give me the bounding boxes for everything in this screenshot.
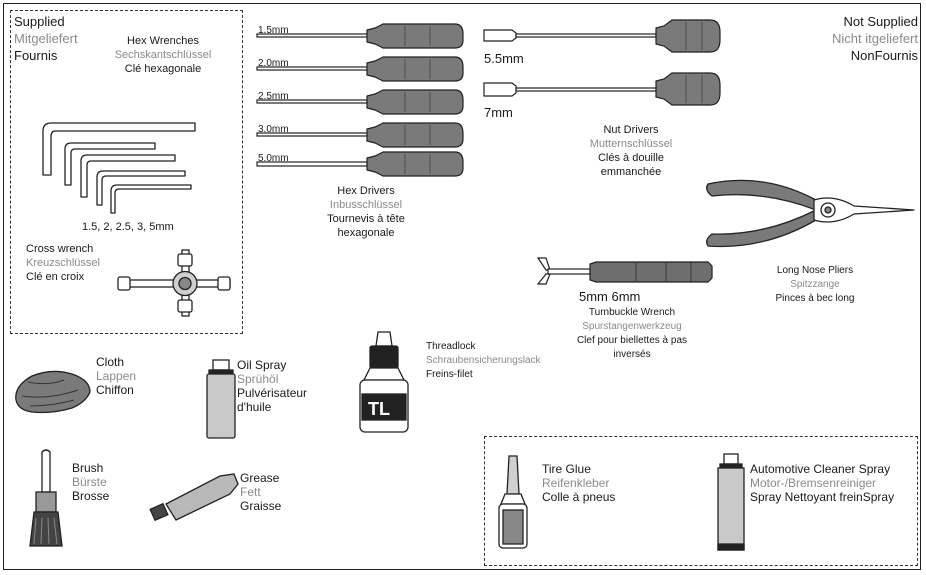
- nut-drivers-icon: [483, 19, 721, 106]
- supplied-de: Mitgeliefert: [14, 31, 78, 46]
- threadlock-en: Threadlock: [426, 341, 476, 352]
- threadlock-bottle-label: TL: [368, 399, 390, 419]
- long-nose-pliers-icon: [706, 179, 915, 248]
- grease-tube-icon: [149, 473, 239, 522]
- hex-driver-size-1: 1.5mm: [258, 25, 289, 36]
- not-supplied-fr: NonFournis: [850, 48, 918, 63]
- diagram-frame: [3, 3, 921, 570]
- oil-spray-en: Oil Spray: [237, 358, 287, 372]
- oil-spray-can-icon: [206, 359, 236, 439]
- cross-wrench-en: Cross wrench: [26, 243, 94, 255]
- cleaner-spray-en: Automotive Cleaner Spray: [750, 462, 891, 476]
- nut-driver-size-2: 7mm: [484, 105, 513, 120]
- nut-driver-size-1: 5.5mm: [484, 51, 524, 66]
- cleaner-spray-de: Motor-/Bremsenreiniger: [750, 476, 877, 490]
- hex-drivers-fr-2: hexagonale: [337, 227, 395, 239]
- nut-drivers-fr-1: Clés à douille: [597, 152, 665, 164]
- oil-spray-fr-2: d'huile: [237, 400, 272, 414]
- cross-wrench-fr: Clé en croix: [26, 271, 85, 283]
- cleaner-spray-fr: Spray Nettoyant freinSpray: [750, 490, 895, 504]
- hex-drivers-icon: [256, 23, 464, 177]
- hex-drivers-en: Hex Drivers: [337, 185, 395, 197]
- supplied-fr: Fournis: [14, 48, 58, 63]
- cross-wrench-icon: [117, 249, 231, 317]
- hex-drivers-fr-1: Tournevis à tête: [327, 213, 405, 225]
- turnbuckle-fr-2: inversés: [613, 349, 651, 360]
- hex-drivers-de: Inbusschlüssel: [329, 199, 403, 211]
- turnbuckle-de: Spurstangenwerkzeug: [582, 321, 682, 332]
- not-supplied-region: [484, 436, 918, 566]
- brush-icon: [29, 449, 63, 547]
- not-supplied-en: Not Supplied: [843, 14, 918, 29]
- not-supplied-de: Nicht itgeliefert: [832, 31, 918, 46]
- hex-wrench-sizes: 1.5, 2, 2.5, 3, 5mm: [82, 221, 174, 233]
- cloth-en: Cloth: [96, 355, 125, 369]
- hex-wrenches-fr: Clé hexagonale: [124, 63, 202, 75]
- nut-drivers-en: Nut Drivers: [603, 124, 659, 136]
- cloth-icon: [15, 370, 91, 414]
- grease-de: Fett: [240, 485, 261, 499]
- tire-glue-de: Reifenkleber: [542, 476, 610, 490]
- cross-wrench-de: Kreuzschlüssel: [26, 257, 100, 269]
- brush-de: Bürste: [72, 475, 107, 489]
- threadlock-bottle-icon: [359, 331, 409, 433]
- hex-wrenches-en: Hex Wrenches: [127, 35, 199, 47]
- supplied-region: [10, 10, 243, 334]
- oil-spray-de: Sprühöl: [237, 372, 279, 386]
- cleaner-spray-can-icon: [717, 453, 745, 551]
- cloth-fr: Chiffon: [96, 383, 134, 397]
- cloth-de: Lappen: [96, 369, 137, 383]
- hex-wrench-set-icon: [42, 122, 196, 214]
- turnbuckle-en: Turnbuckle Wrench: [588, 307, 676, 318]
- nut-drivers-de: Mutternschlüssel: [589, 138, 673, 150]
- grease-en: Grease: [240, 471, 280, 485]
- tire-glue-fr: Colle à pneus: [542, 490, 616, 504]
- threadlock-de: Schraubensicherungslack: [426, 355, 541, 366]
- brush-en: Brush: [72, 461, 104, 475]
- nut-drivers-fr-2: emmanchée: [600, 166, 662, 178]
- turnbuckle-sizes: 5mm 6mm: [579, 289, 641, 304]
- turnbuckle-wrench-icon: [536, 257, 713, 285]
- threadlock-fr: Freins-filet: [426, 369, 473, 380]
- oil-spray-fr-1: Pulvérisateur: [237, 386, 308, 400]
- turnbuckle-fr-1: Clef pour biellettes à pas: [576, 335, 688, 346]
- tire-glue-bottle-icon: [498, 455, 528, 549]
- grease-fr: Graisse: [240, 499, 282, 513]
- pliers-en: Long Nose Pliers: [776, 265, 854, 276]
- pliers-fr: Pinces à bec long: [775, 293, 855, 304]
- supplied-en: Supplied: [14, 14, 65, 29]
- hex-wrenches-de: Sechskantschlüssel: [114, 49, 212, 61]
- hex-driver-size-4: 3.0mm: [258, 124, 289, 135]
- hex-driver-size-2: 2.0mm: [258, 58, 289, 69]
- tire-glue-en: Tire Glue: [542, 462, 591, 476]
- brush-fr: Brosse: [72, 489, 110, 503]
- hex-driver-size-5: 5.0mm: [258, 153, 289, 164]
- hex-driver-size-3: 2.5mm: [258, 91, 289, 102]
- pliers-de: Spitzzange: [790, 279, 840, 290]
